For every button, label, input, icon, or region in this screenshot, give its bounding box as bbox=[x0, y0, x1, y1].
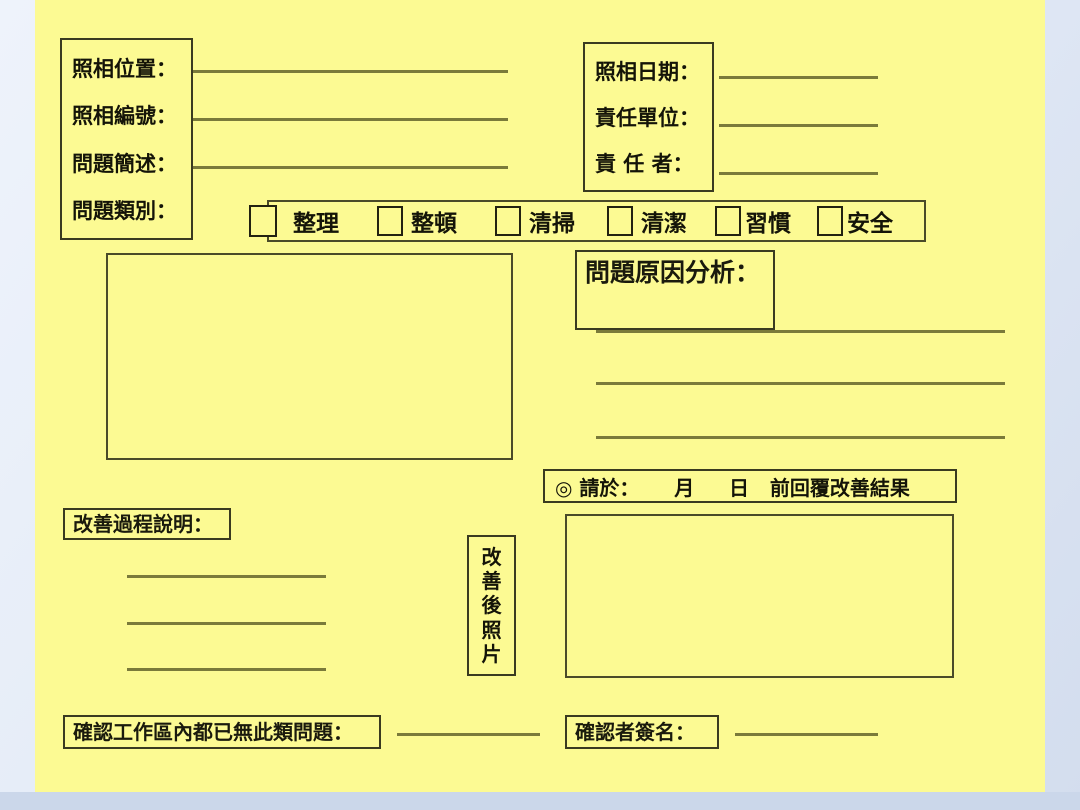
checkbox-seiso[interactable] bbox=[495, 206, 521, 236]
improve-process-line-1[interactable] bbox=[127, 575, 326, 578]
category-label: 習慣 bbox=[745, 211, 791, 237]
analysis-line-2[interactable] bbox=[596, 382, 1005, 385]
field-label-responsible-person: 責 任 者： bbox=[585, 150, 712, 176]
analysis-label-box: 問題原因分析： bbox=[575, 250, 775, 330]
field-label-responsible-unit: 責任單位： bbox=[585, 104, 712, 130]
field-label-photo-location: 照相位置： bbox=[62, 55, 191, 81]
problem-photo-box[interactable] bbox=[106, 253, 513, 460]
checkbox-seiketsu[interactable] bbox=[607, 206, 633, 236]
improve-process-label-text: 改善過程說明： bbox=[73, 512, 213, 536]
field-label-text: 問題類別： bbox=[72, 199, 177, 224]
input-line-photo-date[interactable] bbox=[719, 76, 878, 79]
category-item-safety[interactable]: 安全 bbox=[817, 204, 893, 238]
checkbox-safety[interactable] bbox=[817, 206, 843, 236]
after-photo-label-box: 改 善 後 照 片 bbox=[467, 535, 516, 676]
category-item-seiso[interactable]: 清掃 bbox=[495, 204, 575, 238]
field-label-problem-category: 問題類別： bbox=[62, 197, 191, 223]
category-label: 整頓 bbox=[411, 211, 457, 237]
input-line-photo-location[interactable] bbox=[193, 70, 508, 73]
improve-process-label-box: 改善過程說明： bbox=[63, 508, 231, 540]
category-label: 整理 bbox=[293, 211, 339, 237]
improve-process-line-2[interactable] bbox=[127, 622, 326, 625]
field-label-problem-description: 問題簡述： bbox=[62, 150, 191, 176]
confirm-input-line[interactable] bbox=[397, 733, 540, 736]
signature-label-box: 確認者簽名： bbox=[565, 715, 719, 749]
input-line-photo-number[interactable] bbox=[193, 118, 508, 121]
field-label-text: 責 任 者： bbox=[595, 152, 694, 176]
confirm-label-box: 確認工作區內都已無此類問題： bbox=[63, 715, 381, 749]
after-photo-label-char: 照 bbox=[481, 617, 502, 642]
analysis-line-3[interactable] bbox=[596, 436, 1005, 439]
after-photo-label-char: 善 bbox=[481, 568, 502, 593]
input-line-responsible-person[interactable] bbox=[719, 172, 878, 175]
confirm-label-text: 確認工作區內都已無此類問題： bbox=[73, 720, 353, 744]
field-label-text: 照相日期： bbox=[595, 60, 700, 84]
category-item-seiketsu[interactable]: 清潔 bbox=[607, 204, 687, 238]
signature-label-text: 確認者簽名： bbox=[575, 720, 695, 744]
right-field-label-group: 照相日期： 責任單位： 責 任 者： bbox=[583, 42, 714, 192]
field-label-text: 照相編號： bbox=[72, 104, 177, 129]
signature-input-line[interactable] bbox=[735, 733, 878, 736]
field-label-photo-number: 照相編號： bbox=[62, 102, 191, 128]
improve-process-line-3[interactable] bbox=[127, 668, 326, 671]
category-item-seiri[interactable]: 整理 bbox=[285, 204, 339, 238]
category-label: 清潔 bbox=[641, 211, 687, 237]
category-checkbox-row: 整理 整頓 清掃 清潔 習慣 安全 bbox=[267, 200, 926, 242]
slide-bottom-band bbox=[0, 792, 1080, 810]
left-field-label-group: 照相位置： 照相編號： 問題簡述： 問題類別： bbox=[60, 38, 193, 240]
checkbox-shitsuke[interactable] bbox=[715, 206, 741, 236]
field-label-photo-date: 照相日期： bbox=[585, 58, 712, 84]
input-line-responsible-unit[interactable] bbox=[719, 124, 878, 127]
after-photo-label-char: 改 bbox=[481, 544, 502, 569]
after-photo-label-char: 片 bbox=[481, 642, 502, 667]
category-label: 安全 bbox=[847, 211, 893, 237]
category-label: 清掃 bbox=[529, 211, 575, 237]
analysis-line-1[interactable] bbox=[596, 330, 1005, 333]
input-line-problem-description[interactable] bbox=[193, 166, 508, 169]
after-photo-box[interactable] bbox=[565, 514, 954, 678]
after-photo-label-char: 後 bbox=[481, 593, 502, 618]
category-item-seiton[interactable]: 整頓 bbox=[377, 204, 457, 238]
field-label-text: 責任單位： bbox=[595, 106, 700, 130]
form-panel: 照相位置： 照相編號： 問題簡述： 問題類別： 照相日期： 責任單位： bbox=[35, 0, 1045, 792]
reply-request-text: ◎ 請於： 月 日 前回覆改善結果 bbox=[555, 475, 910, 500]
checkbox-seiton[interactable] bbox=[377, 206, 403, 236]
field-label-text: 問題簡述： bbox=[72, 151, 177, 176]
analysis-label-text: 問題原因分析： bbox=[585, 258, 761, 287]
checkbox-seiri[interactable] bbox=[249, 205, 277, 237]
category-item-shitsuke[interactable]: 習慣 bbox=[715, 204, 791, 238]
reply-request-box: ◎ 請於： 月 日 前回覆改善結果 bbox=[543, 469, 957, 503]
field-label-text: 照相位置： bbox=[72, 56, 177, 81]
